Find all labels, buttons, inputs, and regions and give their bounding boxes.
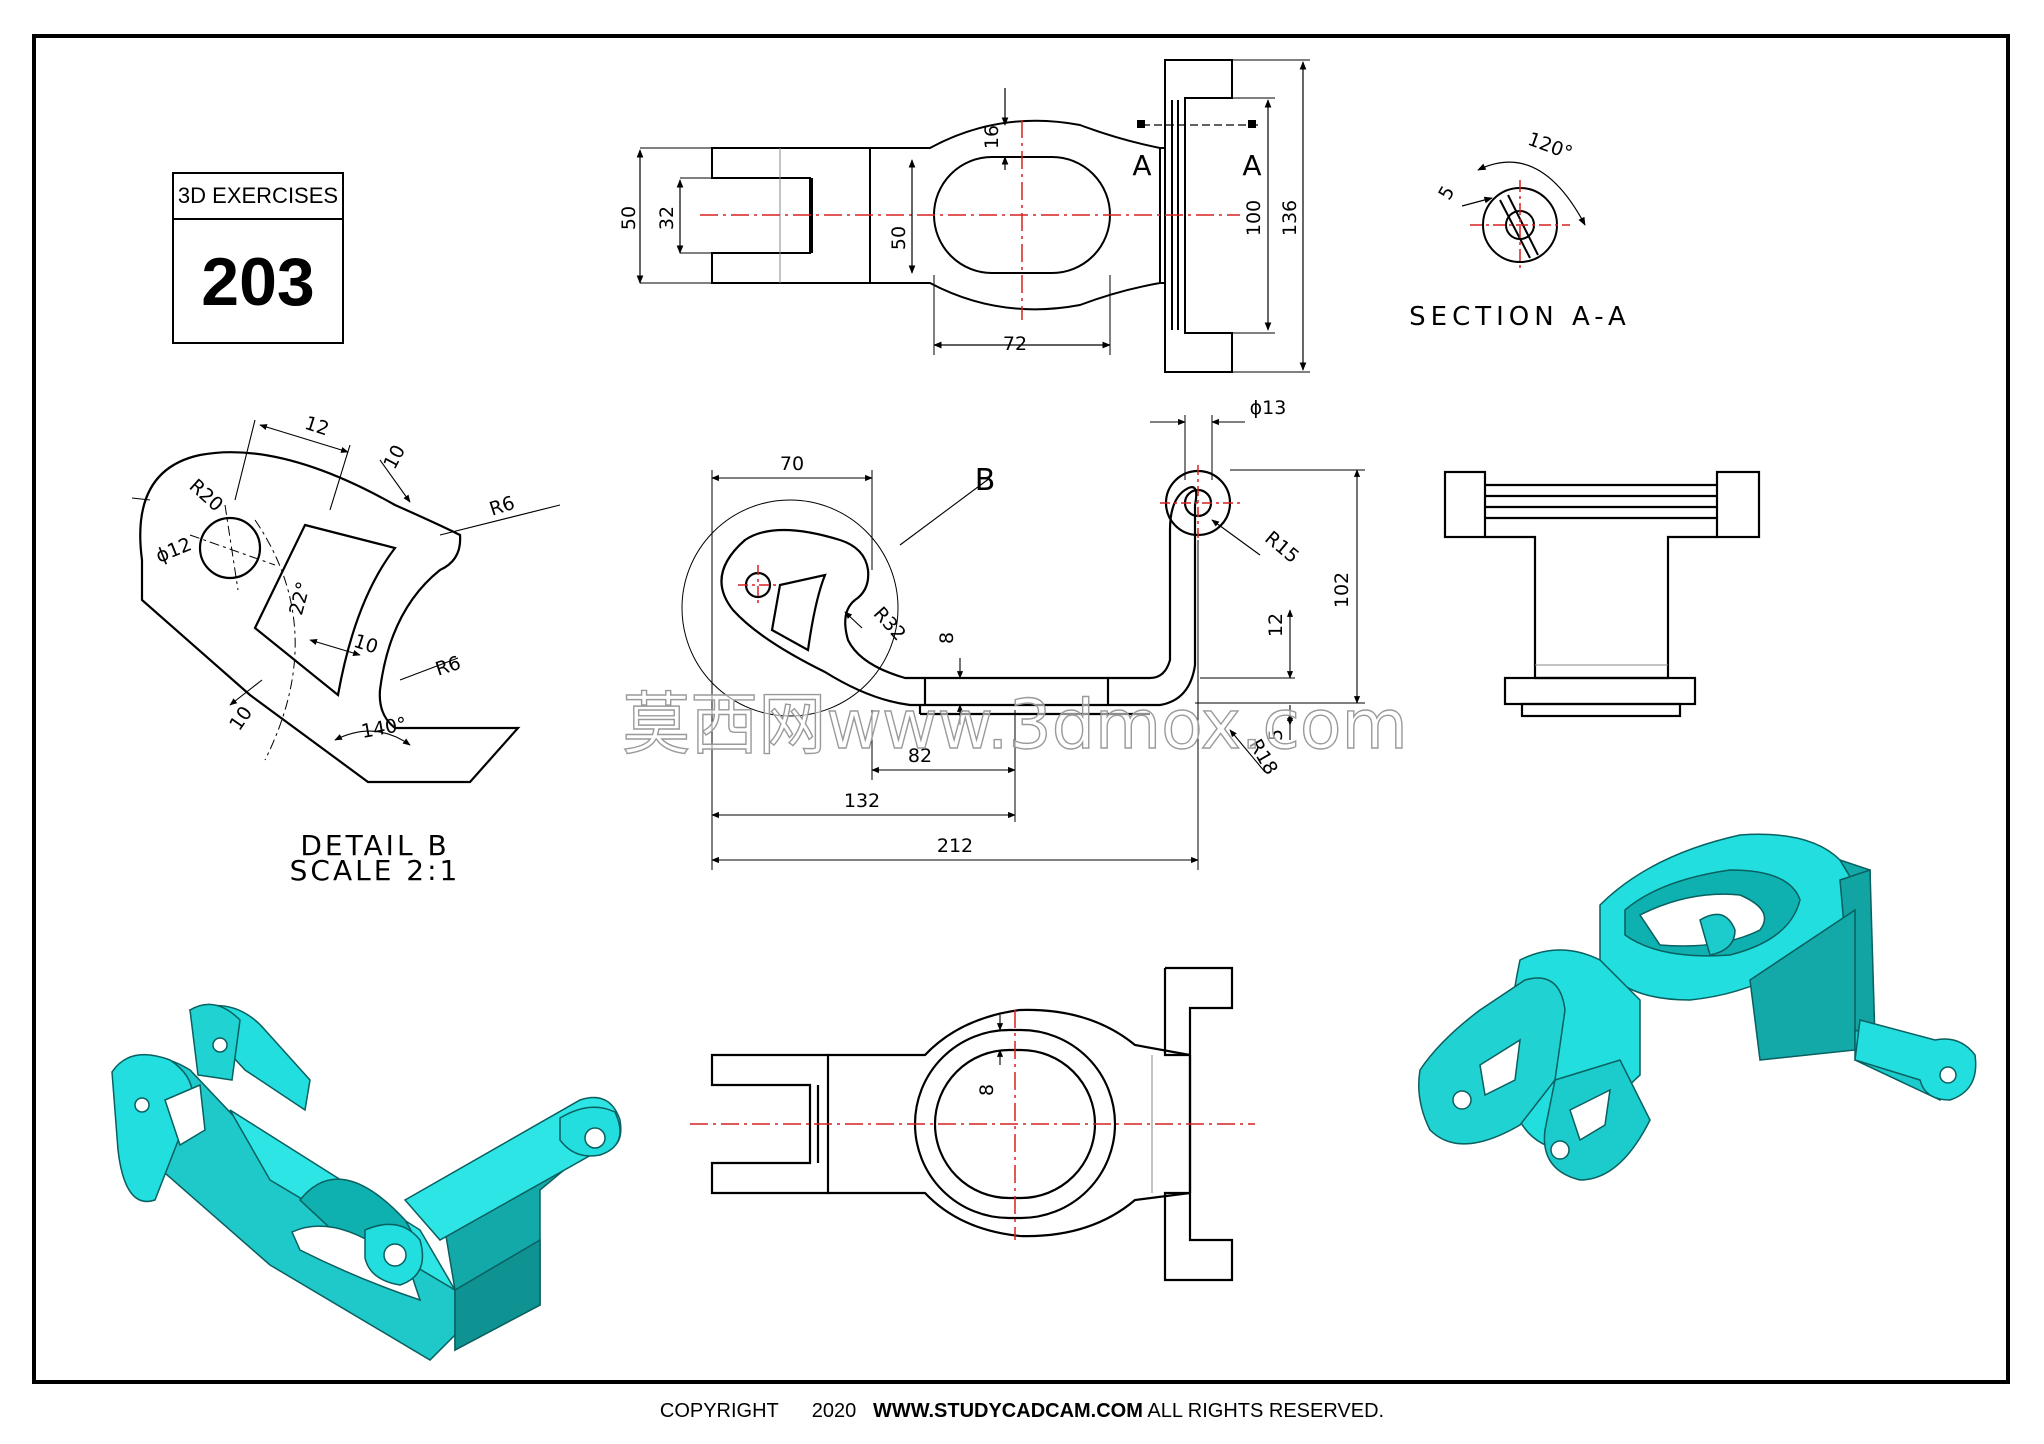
exercise-number: 203: [201, 244, 315, 320]
dim-136: 136: [1279, 200, 1301, 236]
detail-b-title: DETAIL B: [300, 829, 449, 862]
detail-b-dims: [131, 419, 561, 746]
front-view-dims: [711, 415, 1365, 870]
section-aa-labels: 120° 5 SECTION A-A: [1409, 128, 1631, 332]
footer-year: 2020: [811, 1400, 857, 1422]
section-aa-title: SECTION A-A: [1409, 302, 1631, 332]
watermark: 莫西网www.3dmox.com: [622, 686, 1408, 765]
section-aa-centerlines: [1470, 180, 1570, 270]
dim-50-outer: 50: [618, 206, 640, 230]
dim-120-deg: 120°: [1525, 128, 1576, 164]
dim-phi13: ϕ13: [1250, 397, 1287, 419]
detail-b-circle: [681, 499, 899, 717]
iso-model-right: [1418, 833, 1977, 1181]
title-box-header: 3D EXERCISES: [174, 174, 342, 220]
detail-dim-10-mid: 10: [351, 630, 381, 658]
dim-50-inner: 50: [888, 226, 910, 250]
section-aa-dims: [1461, 161, 1586, 226]
dim-r15: R15: [1260, 527, 1303, 568]
dim-r32: R32: [869, 603, 910, 646]
detail-dim-22-deg: 22°: [285, 579, 315, 617]
front-view-labels: 70 ϕ13 B R15 R32 8 12 102 82 5 R18 132 2…: [780, 397, 1353, 857]
sheet-border: [32, 34, 2010, 1384]
dim-132: 132: [844, 790, 880, 812]
bottom-view-centerlines: [690, 1010, 1255, 1240]
dim-70: 70: [780, 453, 804, 475]
top-view-labels: 50 32 50 16 72 100 136 A A: [618, 125, 1301, 355]
side-view: [1443, 470, 1761, 718]
detail-b-scale: SCALE 2:1: [290, 854, 461, 887]
section-mark-right: [1248, 120, 1256, 128]
dim-16: 16: [981, 125, 1003, 149]
footer: COPYRIGHT 2020 WWW.STUDYCADCAM.COM ALL R…: [0, 1400, 2044, 1423]
detail-dim-10-top: 10: [379, 441, 410, 473]
dim-5: 5: [1434, 182, 1459, 203]
dim-212: 212: [937, 835, 973, 857]
dim-72: 72: [1003, 333, 1027, 355]
bottom-dim-8: 8: [976, 1084, 998, 1096]
dim-5: 5: [1265, 729, 1287, 741]
title-box: 3D EXERCISES 203: [172, 172, 344, 344]
section-label-a-right: A: [1242, 149, 1261, 182]
detail-callout-b: B: [975, 463, 996, 498]
detail-dim-10-bottom: 10: [225, 702, 257, 734]
detail-dim-140-deg: 140°: [360, 713, 409, 743]
detail-dim-r20: R20: [185, 475, 228, 516]
dim-12: 12: [1265, 613, 1287, 637]
detail-b-labels: 12 10 R20 R6 ϕ12 22° 10 R6 10 140° DETAI…: [153, 412, 518, 887]
detail-dim-12: 12: [302, 412, 332, 440]
dim-100: 100: [1243, 200, 1265, 236]
front-view: [720, 469, 1232, 716]
iso-model-left: [111, 1003, 622, 1361]
section-mark-left: [1137, 120, 1145, 128]
footer-rights: ALL RIGHTS RESERVED.: [1147, 1400, 1385, 1422]
detail-dim-r6-bottom: R6: [433, 652, 464, 681]
dim-82: 82: [908, 745, 932, 767]
front-view-centerlines: [738, 465, 1240, 605]
section-label-a-left: A: [1132, 149, 1151, 182]
dim-8: 8: [936, 632, 958, 644]
dim-32: 32: [656, 206, 678, 230]
top-view-dims: [636, 59, 1310, 373]
footer-site: WWW.STUDYCADCAM.COM: [872, 1400, 1143, 1422]
top-view: [711, 59, 1233, 373]
footer-copyright: COPYRIGHT: [659, 1400, 779, 1422]
dim-102: 102: [1331, 572, 1353, 608]
detail-b-centerlines: [189, 504, 296, 761]
detail-dim-phi12: ϕ12: [153, 533, 195, 567]
top-view-centerlines: [700, 120, 1240, 320]
